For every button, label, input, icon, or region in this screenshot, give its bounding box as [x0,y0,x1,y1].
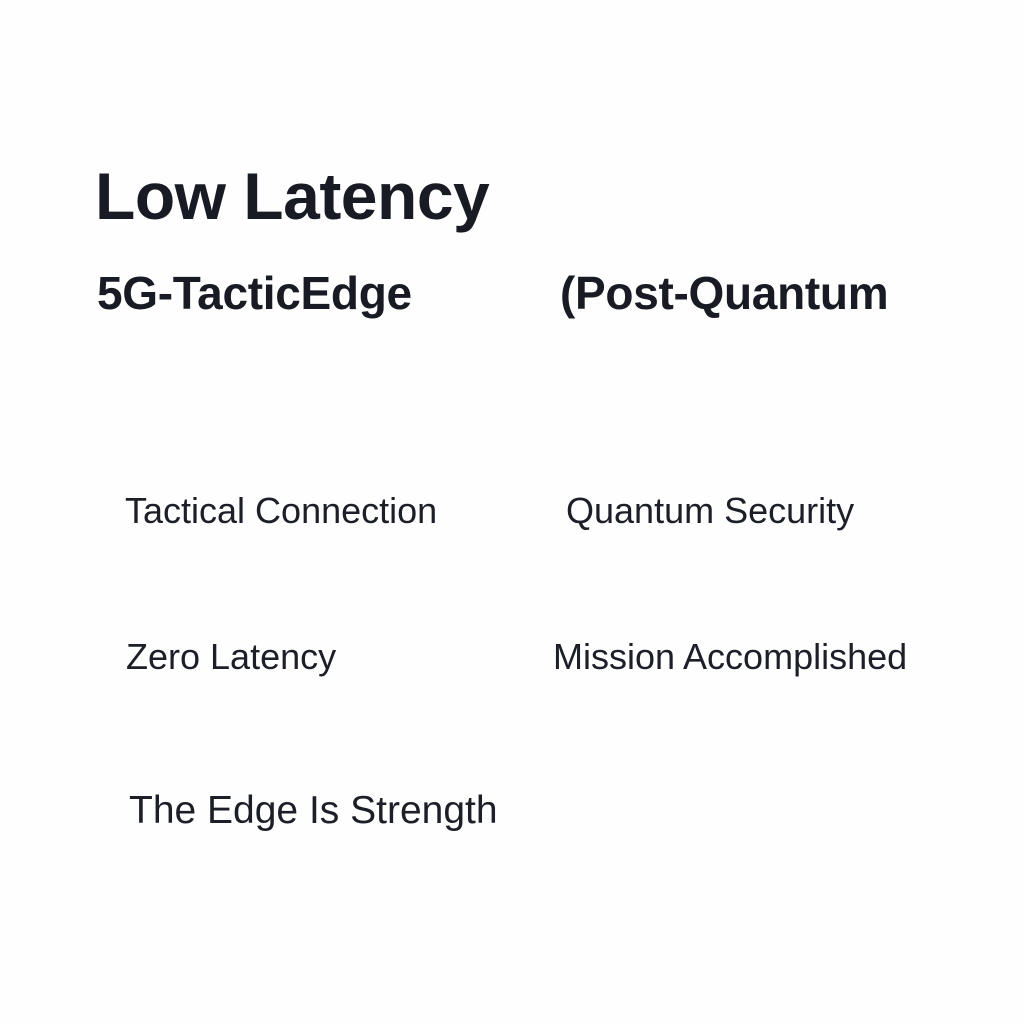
subheading-right: (Post-Quantum [560,267,889,319]
phrase-quantum-security: Quantum Security [566,490,855,531]
phrase-edge-is-strength: The Edge Is Strength [129,789,498,832]
phrase-tactical-connection: Tactical Connection [125,490,438,531]
headline: Low Latency [95,159,490,233]
phrase-mission-accomplished: Mission Accomplished [553,636,908,677]
subheading-left: 5G-TacticEdge [97,267,412,319]
phrase-zero-latency: Zero Latency [126,636,337,677]
